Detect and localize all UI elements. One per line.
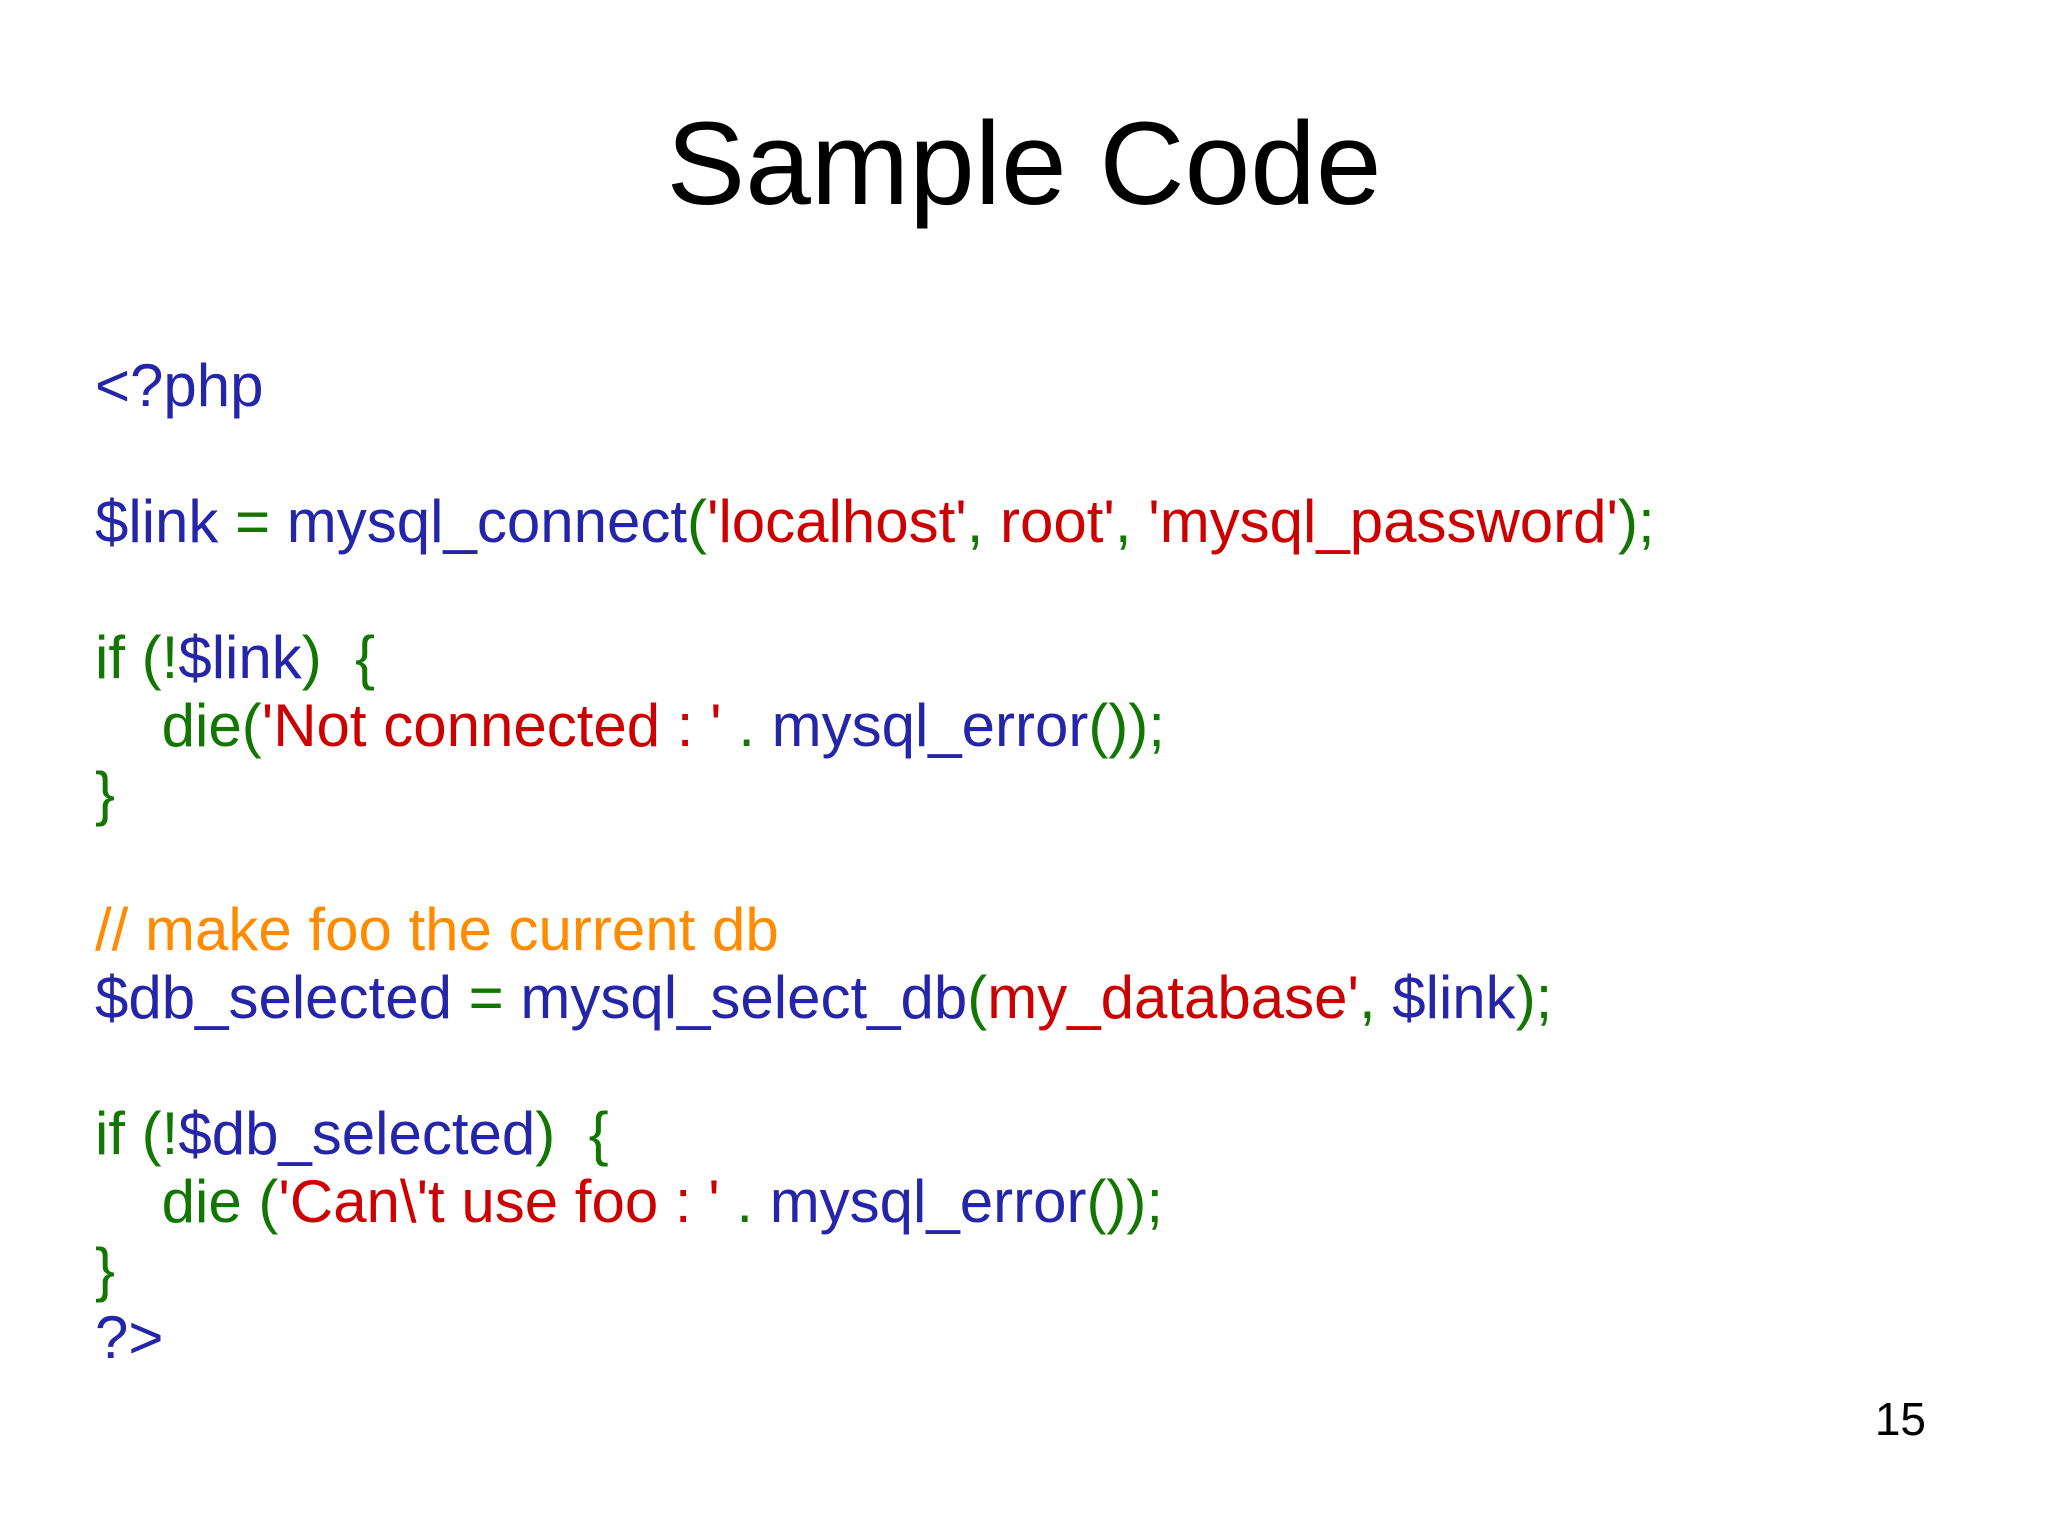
code-token: } — [95, 1236, 116, 1303]
code-token: ()); — [1086, 1168, 1164, 1235]
slide-title: Sample Code — [666, 98, 1382, 230]
code-token: if (! — [95, 624, 179, 691]
code-token: = — [468, 964, 521, 1031]
code-token: 'mysql_password' — [1148, 488, 1618, 555]
code-token: root' — [1000, 488, 1115, 555]
code-token: mysql_error — [769, 1168, 1087, 1235]
code-line: $link = mysql_connect('localhost', root'… — [95, 488, 1655, 556]
code-token: mysql_select_db — [520, 964, 968, 1031]
code-token: die ( — [95, 1168, 279, 1235]
code-token: ?> — [95, 1304, 164, 1371]
code-token: 'Not connected : ' — [261, 692, 722, 759]
code-token: $link — [178, 624, 302, 691]
code-token: <?php — [95, 352, 264, 419]
code-token: ()); — [1088, 692, 1165, 759]
code-token: if (! — [95, 1100, 179, 1167]
code-token: die( — [95, 692, 262, 759]
code-token: } — [95, 760, 116, 827]
code-token: , — [1114, 488, 1149, 555]
code-token: ); — [1617, 488, 1655, 555]
code-line: <?php — [95, 352, 1655, 420]
page-number: 15 — [1874, 1393, 1926, 1445]
code-token: 'Can\'t use foo : ' — [278, 1168, 720, 1235]
code-line — [95, 420, 1655, 488]
code-token: my_database' — [987, 964, 1359, 1031]
code-token: $link — [95, 488, 236, 555]
code-token: , — [966, 488, 1001, 555]
code-line — [95, 828, 1655, 896]
code-line: if (!$db_selected) { — [95, 1100, 1655, 1168]
code-token: ); — [1515, 964, 1553, 1031]
code-line — [95, 1032, 1655, 1100]
code-token: 'localhost' — [706, 488, 967, 555]
code-token: mysql_connect — [286, 488, 687, 555]
code-token: . — [719, 1168, 770, 1235]
code-line: if (!$link) { — [95, 624, 1655, 692]
code-token: $db_selected — [95, 964, 469, 1031]
code-token: . — [721, 692, 772, 759]
code-token: ( — [687, 488, 707, 555]
code-block: <?php $link = mysql_connect('localhost',… — [95, 352, 1655, 1372]
code-line: } — [95, 760, 1655, 828]
code-token: $link — [1392, 964, 1516, 1031]
code-token: ) { — [301, 624, 376, 691]
code-token: ( — [967, 964, 988, 1031]
code-token: = — [235, 488, 287, 555]
code-token: // make foo the current db — [95, 896, 779, 963]
code-line: die('Not connected : ' . mysql_error()); — [95, 692, 1655, 760]
code-line: ?> — [95, 1304, 1655, 1372]
code-line: die ('Can\'t use foo : ' . mysql_error()… — [95, 1168, 1655, 1236]
code-token: , — [1358, 964, 1393, 1031]
code-line — [95, 556, 1655, 624]
code-token: ) { — [535, 1100, 609, 1167]
code-line: // make foo the current db — [95, 896, 1655, 964]
code-line: } — [95, 1236, 1655, 1304]
code-token: $db_selected — [178, 1100, 536, 1167]
code-token: mysql_error — [771, 692, 1089, 759]
code-line: $db_selected = mysql_select_db(my_databa… — [95, 964, 1655, 1032]
